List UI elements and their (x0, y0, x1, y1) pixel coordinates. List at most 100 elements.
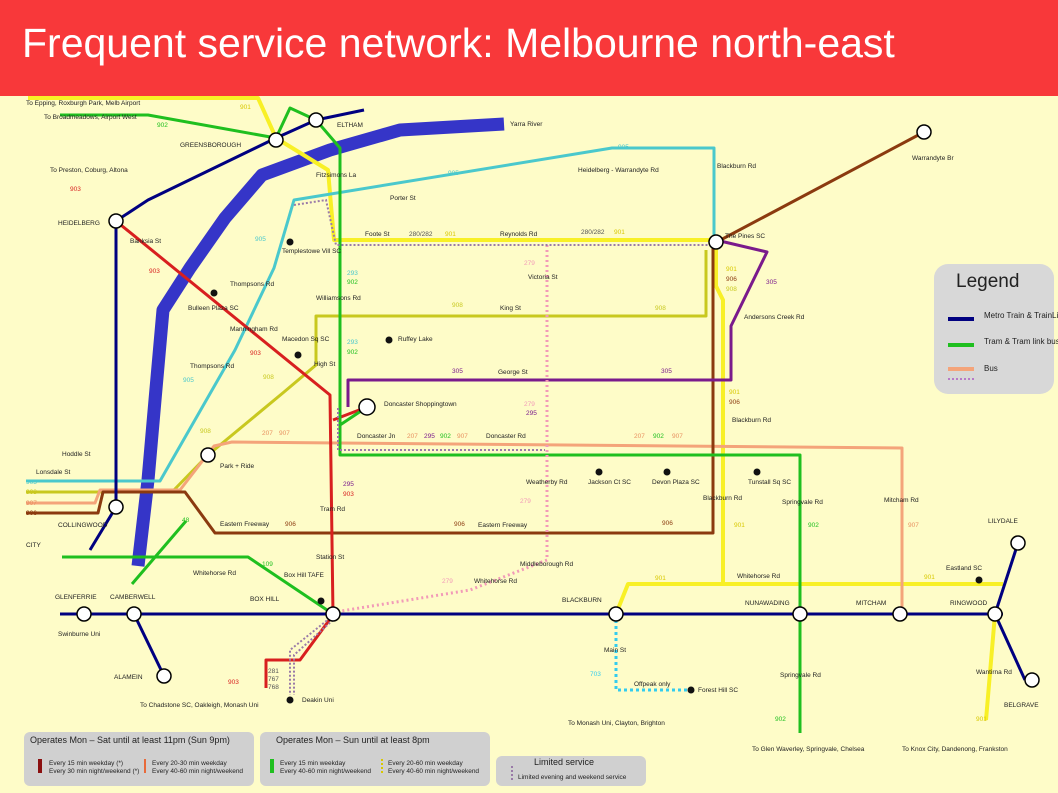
doncaster-shoppingtown-stop[interactable] (358, 398, 376, 416)
lilydale-station[interactable] (1010, 535, 1026, 551)
svg-text:Reynolds Rd: Reynolds Rd (500, 231, 538, 238)
svg-text:279: 279 (442, 578, 453, 585)
svg-text:Macedon Sq SC: Macedon Sq SC (282, 336, 330, 343)
svg-text:Tunstall Sq SC: Tunstall Sq SC (748, 479, 791, 486)
svg-text:903: 903 (250, 350, 261, 357)
svg-text:Springvale Rd: Springvale Rd (782, 499, 823, 506)
svg-text:907: 907 (26, 500, 37, 507)
eltham-station[interactable] (308, 112, 324, 128)
svg-text:903: 903 (228, 679, 239, 686)
svg-text:To Preston, Coburg, Altona: To Preston, Coburg, Altona (50, 167, 128, 174)
svg-text:Lonsdale St: Lonsdale St (36, 469, 71, 476)
svg-text:295: 295 (424, 433, 435, 440)
svg-text:293: 293 (347, 270, 358, 277)
svg-text:Thompsons Rd: Thompsons Rd (230, 281, 274, 288)
svg-text:901: 901 (924, 574, 935, 581)
svg-text:906: 906 (454, 521, 465, 528)
svg-text:Main St: Main St (604, 647, 626, 654)
svg-text:908: 908 (655, 305, 666, 312)
blackburn-station[interactable] (608, 606, 624, 622)
svg-text:Bulleen Plaza SC: Bulleen Plaza SC (188, 305, 239, 312)
heidelberg-station[interactable] (108, 213, 124, 229)
svg-text:767: 767 (268, 676, 279, 683)
camberwell-station[interactable] (126, 606, 142, 622)
svg-text:Devon Plaza SC: Devon Plaza SC (652, 479, 700, 486)
svg-text:George St: George St (498, 369, 528, 376)
park-ride-stop[interactable] (200, 447, 216, 463)
svg-text:901: 901 (445, 231, 456, 238)
svg-text:768: 768 (268, 684, 279, 691)
svg-text:Manningham Rd: Manningham Rd (230, 326, 278, 333)
svg-text:To Monash Uni, Clayton, Bright: To Monash Uni, Clayton, Brighton (568, 720, 665, 727)
svg-text:279: 279 (524, 401, 535, 408)
svg-text:905: 905 (255, 236, 266, 243)
svg-text:280/282: 280/282 (581, 229, 605, 236)
svg-text:Limited service: Limited service (534, 757, 594, 767)
svg-text:295: 295 (526, 410, 537, 417)
svg-text:Middleborough Rd: Middleborough Rd (520, 561, 574, 568)
ringwood-station[interactable] (987, 606, 1003, 622)
title-banner: Frequent service network: Melbourne nort… (0, 0, 1058, 96)
svg-text:907: 907 (457, 433, 468, 440)
svg-text:901: 901 (614, 229, 625, 236)
glenferrie-station[interactable] (76, 606, 92, 622)
svg-text:Whitehorse Rd: Whitehorse Rd (737, 573, 780, 580)
svg-text:906: 906 (729, 399, 740, 406)
label-blackburn: BLACKBURN (562, 597, 602, 604)
svg-text:Deakin Uni: Deakin Uni (302, 697, 334, 704)
alamein-station[interactable] (156, 668, 172, 684)
svg-text:903: 903 (149, 268, 160, 275)
svg-text:906: 906 (726, 276, 737, 283)
svg-text:Doncaster Rd: Doncaster Rd (486, 433, 526, 440)
box-hill-station[interactable] (325, 606, 341, 622)
belgrave-station[interactable] (1024, 672, 1040, 688)
svg-text:Yarra River: Yarra River (510, 121, 543, 128)
svg-text:305: 305 (452, 368, 463, 375)
svg-text:908: 908 (26, 489, 37, 496)
label-ringwood: RINGWOOD (950, 600, 987, 607)
mitcham-station[interactable] (892, 606, 908, 622)
svg-text:906: 906 (285, 521, 296, 528)
svg-text:Every 20-30 min weekday: Every 20-30 min weekday (152, 760, 228, 767)
svg-text:907: 907 (672, 433, 683, 440)
collingwood-station[interactable] (108, 499, 124, 515)
svg-text:Forest Hill SC: Forest Hill SC (698, 687, 738, 694)
route-305 (346, 238, 769, 407)
minor-stops (210, 238, 983, 704)
svg-text:The Pines SC: The Pines SC (725, 233, 765, 240)
svg-text:908: 908 (452, 302, 463, 309)
the-pines-sc-stop[interactable] (708, 234, 724, 250)
svg-text:902: 902 (347, 279, 358, 286)
svg-text:901: 901 (734, 522, 745, 529)
svg-text:Fitzsimons La: Fitzsimons La (316, 172, 356, 179)
map-title: Frequent service network: Melbourne nort… (22, 20, 895, 66)
svg-text:903: 903 (343, 491, 354, 498)
svg-text:Doncaster Jn: Doncaster Jn (357, 433, 396, 440)
svg-text:Hoddle St: Hoddle St (62, 451, 91, 458)
train-stations (76, 112, 1040, 688)
svg-text:Ruffey Lake: Ruffey Lake (398, 336, 433, 343)
svg-text:Warrandyte Br: Warrandyte Br (912, 155, 954, 162)
svg-text:901: 901 (655, 575, 666, 582)
svg-text:901: 901 (729, 389, 740, 396)
legend: Legend Metro Train & TrainLink bus Tram … (934, 264, 1058, 394)
svg-text:902: 902 (440, 433, 451, 440)
svg-text:Weatherby Rd: Weatherby Rd (526, 479, 568, 486)
svg-text:703: 703 (590, 671, 601, 678)
svg-text:Park + Ride: Park + Ride (220, 463, 255, 470)
svg-text:295: 295 (343, 481, 354, 488)
svg-text:109: 109 (262, 561, 273, 568)
svg-text:48: 48 (182, 517, 190, 524)
greensborough-station[interactable] (268, 132, 284, 148)
svg-text:901: 901 (726, 266, 737, 273)
svg-text:902: 902 (808, 522, 819, 529)
svg-text:Every 40-60 min night/weekend: Every 40-60 min night/weekend (388, 768, 479, 775)
warrandyte-br-stop[interactable] (916, 124, 932, 140)
svg-text:To Broadmeadows, Airport West: To Broadmeadows, Airport West (44, 114, 137, 121)
svg-text:901: 901 (976, 716, 987, 723)
svg-text:Every 20-60 min weekday: Every 20-60 min weekday (388, 760, 464, 767)
svg-text:905: 905 (448, 170, 459, 177)
nunawading-station[interactable] (792, 606, 808, 622)
label-collingwood: COLLINGWOOD (58, 522, 108, 529)
svg-text:906: 906 (26, 510, 37, 517)
